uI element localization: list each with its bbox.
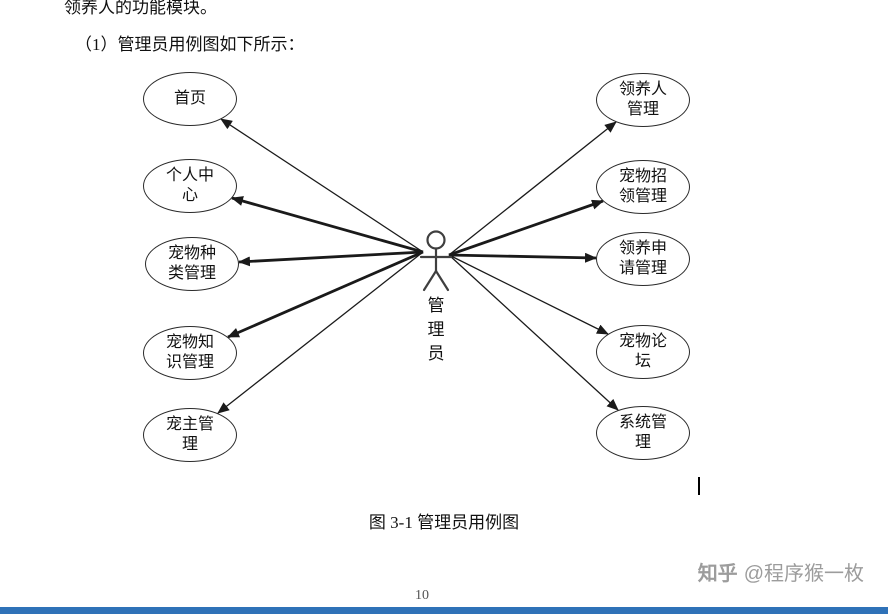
use-case-system-management: 系统管理 bbox=[596, 406, 690, 460]
use-case-label: 宠主管理 bbox=[165, 416, 214, 453]
use-case-pet-claim-management: 宠物招领管理 bbox=[596, 160, 690, 214]
use-case-label: 宠物知识管理 bbox=[165, 334, 214, 371]
use-case-pet-knowledge-management: 宠物知识管理 bbox=[143, 326, 237, 380]
use-case-label: 领养人管理 bbox=[618, 81, 667, 118]
use-case-personal-center: 个人中心 bbox=[143, 159, 237, 213]
paragraph-partial: 领养人的功能模块。 bbox=[64, 0, 217, 17]
use-case-label: 个人中心 bbox=[165, 167, 214, 204]
use-case-adopter-management: 领养人管理 bbox=[596, 73, 690, 127]
bottom-accent-bar bbox=[0, 607, 888, 614]
use-case-label: 领养申请管理 bbox=[618, 240, 667, 277]
use-case-label: 宠物种类管理 bbox=[167, 245, 216, 282]
use-case-adoption-apply-management: 领养申请管理 bbox=[596, 232, 690, 286]
zhihu-watermark: 知乎@程序猴一枚 bbox=[698, 557, 864, 586]
use-case-pet-forum: 宠物论坛 bbox=[596, 325, 690, 379]
use-case-label: 宠物招领管理 bbox=[618, 168, 667, 205]
edges-group bbox=[217, 118, 619, 414]
text-cursor bbox=[698, 477, 700, 495]
use-case-pet-type-management: 宠物种类管理 bbox=[145, 237, 239, 291]
paragraph-intro: （1）管理员用例图如下所示： bbox=[75, 35, 305, 54]
actor-label: 管理员 bbox=[427, 296, 445, 363]
use-case-home: 首页 bbox=[143, 72, 237, 126]
zhihu-brand-logo: 知乎 bbox=[697, 563, 738, 585]
watermark-handle: @程序猴一枚 bbox=[743, 563, 864, 585]
use-case-label: 宠物论坛 bbox=[618, 333, 667, 370]
figure-caption: 图 3-1 管理员用例图 bbox=[368, 513, 520, 532]
actor-figure bbox=[419, 230, 453, 292]
use-case-label: 首页 bbox=[173, 90, 206, 107]
page-number: 10 bbox=[415, 588, 429, 603]
use-case-pet-owner-management: 宠主管理 bbox=[143, 408, 237, 462]
use-case-label: 系统管理 bbox=[618, 414, 667, 451]
